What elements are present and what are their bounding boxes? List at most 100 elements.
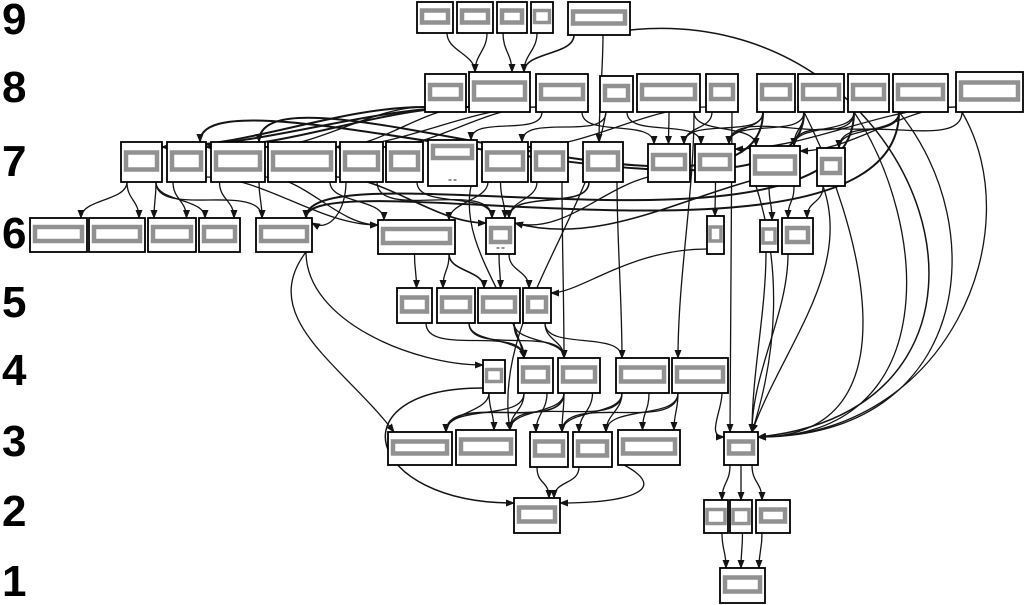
redacted-label-bar [516,505,558,524]
graph-node-n9_3 [496,1,528,34]
edge-n7_10-n4_4 [616,181,626,359]
edge-n8_5-n7_11 [665,111,673,145]
edge-n7_13-n6_9 [768,185,776,221]
edge-n6_8-n5_4 [550,248,708,297]
edge-n4_5-n3_4 [602,392,679,433]
graph-node-n4_3 [557,357,601,394]
graph-node-n6_3 [147,217,197,253]
graph-node-n8_6 [705,73,739,113]
redacted-label-bar [525,295,549,314]
level-label-9: 9 [2,0,26,44]
edge-n6_7-n5_4 [508,253,533,289]
graph-node-n7_2 [166,141,207,183]
edge-n8_3-n7_11 [581,111,658,145]
edge-n6_6-n5_3 [448,253,488,289]
edge-n7_13-n6_10 [784,185,795,219]
redacted-label-bar [532,8,552,25]
edge-n7_10-n6_7 [505,181,590,219]
redacted-label-bar [520,365,551,384]
edge-n7_9-n4_3 [560,181,568,359]
graph-node-n3_3 [529,431,569,468]
edge-n7_6-n6_7 [416,181,496,219]
redacted-label-bar [708,82,736,102]
redacted-label-bar [602,83,631,103]
redacted-label-bar [380,226,453,246]
edge-n3_4-n2_1 [550,466,580,499]
graph-node-n8_9 [847,73,890,113]
redacted-label-bar [784,225,811,245]
redacted-label-bar [650,152,688,172]
redacted-label-bar [705,507,727,526]
tiny-text-mark [501,247,505,249]
redacted-label-bar [759,82,793,102]
graph-node-n6_2 [88,217,146,253]
edge-n7_14-n6_10 [803,185,824,219]
level-label-6: 6 [2,209,26,258]
graph-node-n7_6 [385,141,424,183]
redacted-label-bar [585,150,621,172]
graph-node-n7_5 [339,141,384,183]
edge-n3_5-n2_1 [559,464,645,507]
graph-node-n2_1 [513,497,561,534]
edge-n7_1-n6_5 [155,181,266,219]
edge-n7_1-n6_2 [126,181,143,219]
redacted-label-bar [722,575,763,594]
graph-node-n5_4 [522,287,552,324]
graph-node-n7_12 [694,143,736,183]
edge-n5_1-n4_2 [425,322,528,359]
redacted-label-bar [761,227,777,245]
redacted-label-bar [570,9,628,26]
graph-node-n8_3 [535,73,589,113]
edge-n2_3-n1_1 [737,532,745,569]
redacted-label-bar [480,295,518,314]
edge-n4_3-n3_4 [575,392,594,433]
edge-n3_6-n2_2 [718,464,731,501]
edge-n4_2-n3_3 [532,392,548,433]
edge-n4_1-n2_1 [384,387,515,507]
edge-n7_12-n6_8 [711,181,719,217]
edge-n6_5-n4_1 [305,251,484,369]
edge-n8_10-n3_6 [757,111,953,441]
edge-n8_11-n7_14 [835,111,963,149]
edge-n3_3-n2_1 [536,466,553,499]
edge-n8_10-n6_5 [302,111,900,219]
redacted-label-bar [819,156,843,176]
redacted-label-bar [419,8,451,25]
redacted-label-bar [484,367,504,384]
edge-n7_14-n3_6 [751,185,831,433]
redacted-label-bar [499,8,525,25]
edge-n7_7-n4_2 [468,185,526,359]
graph-node-n7_4 [267,141,337,183]
redacted-label-bar [708,225,723,243]
redacted-label-bar [533,150,566,172]
edge-n7_8-n6_7 [499,181,509,219]
graph-node-n7_11 [647,143,691,183]
edge-n8_3-n7_7 [467,111,543,141]
graph-node-n7_3 [210,141,266,183]
graph-node-n8_7 [756,73,796,113]
tiny-text-mark [453,179,457,181]
edge-n6_7-n5_3 [496,253,504,289]
graph-node-n6_10 [781,217,814,255]
redacted-label-bar [459,8,491,25]
redacted-label-bar [620,437,678,456]
redacted-label-bar [752,154,798,176]
level-label-5: 5 [2,278,26,327]
edge-n7_13-n6_7 [514,180,751,230]
edge-n9_2-n8_2 [471,32,488,73]
graph-node-n6_8 [706,215,725,255]
redacted-label-bar [258,224,310,244]
nodes-layer [29,1,1024,604]
graph-node-n6_4 [198,217,241,253]
graph-node-n5_2 [436,287,476,324]
graph-node-n8_4 [599,75,634,113]
graph-node-n9_4 [530,1,554,34]
graph-node-n4_2 [517,357,554,394]
graph-node-n8_11 [955,71,1024,113]
edge-n7_9-n6_7 [505,181,538,219]
graph-node-n7_13 [749,145,801,187]
redacted-label-bar [674,365,726,384]
redacted-label-bar [388,150,421,172]
level-label-2: 2 [2,487,26,536]
edge-n7_2-n6_3 [172,181,190,219]
